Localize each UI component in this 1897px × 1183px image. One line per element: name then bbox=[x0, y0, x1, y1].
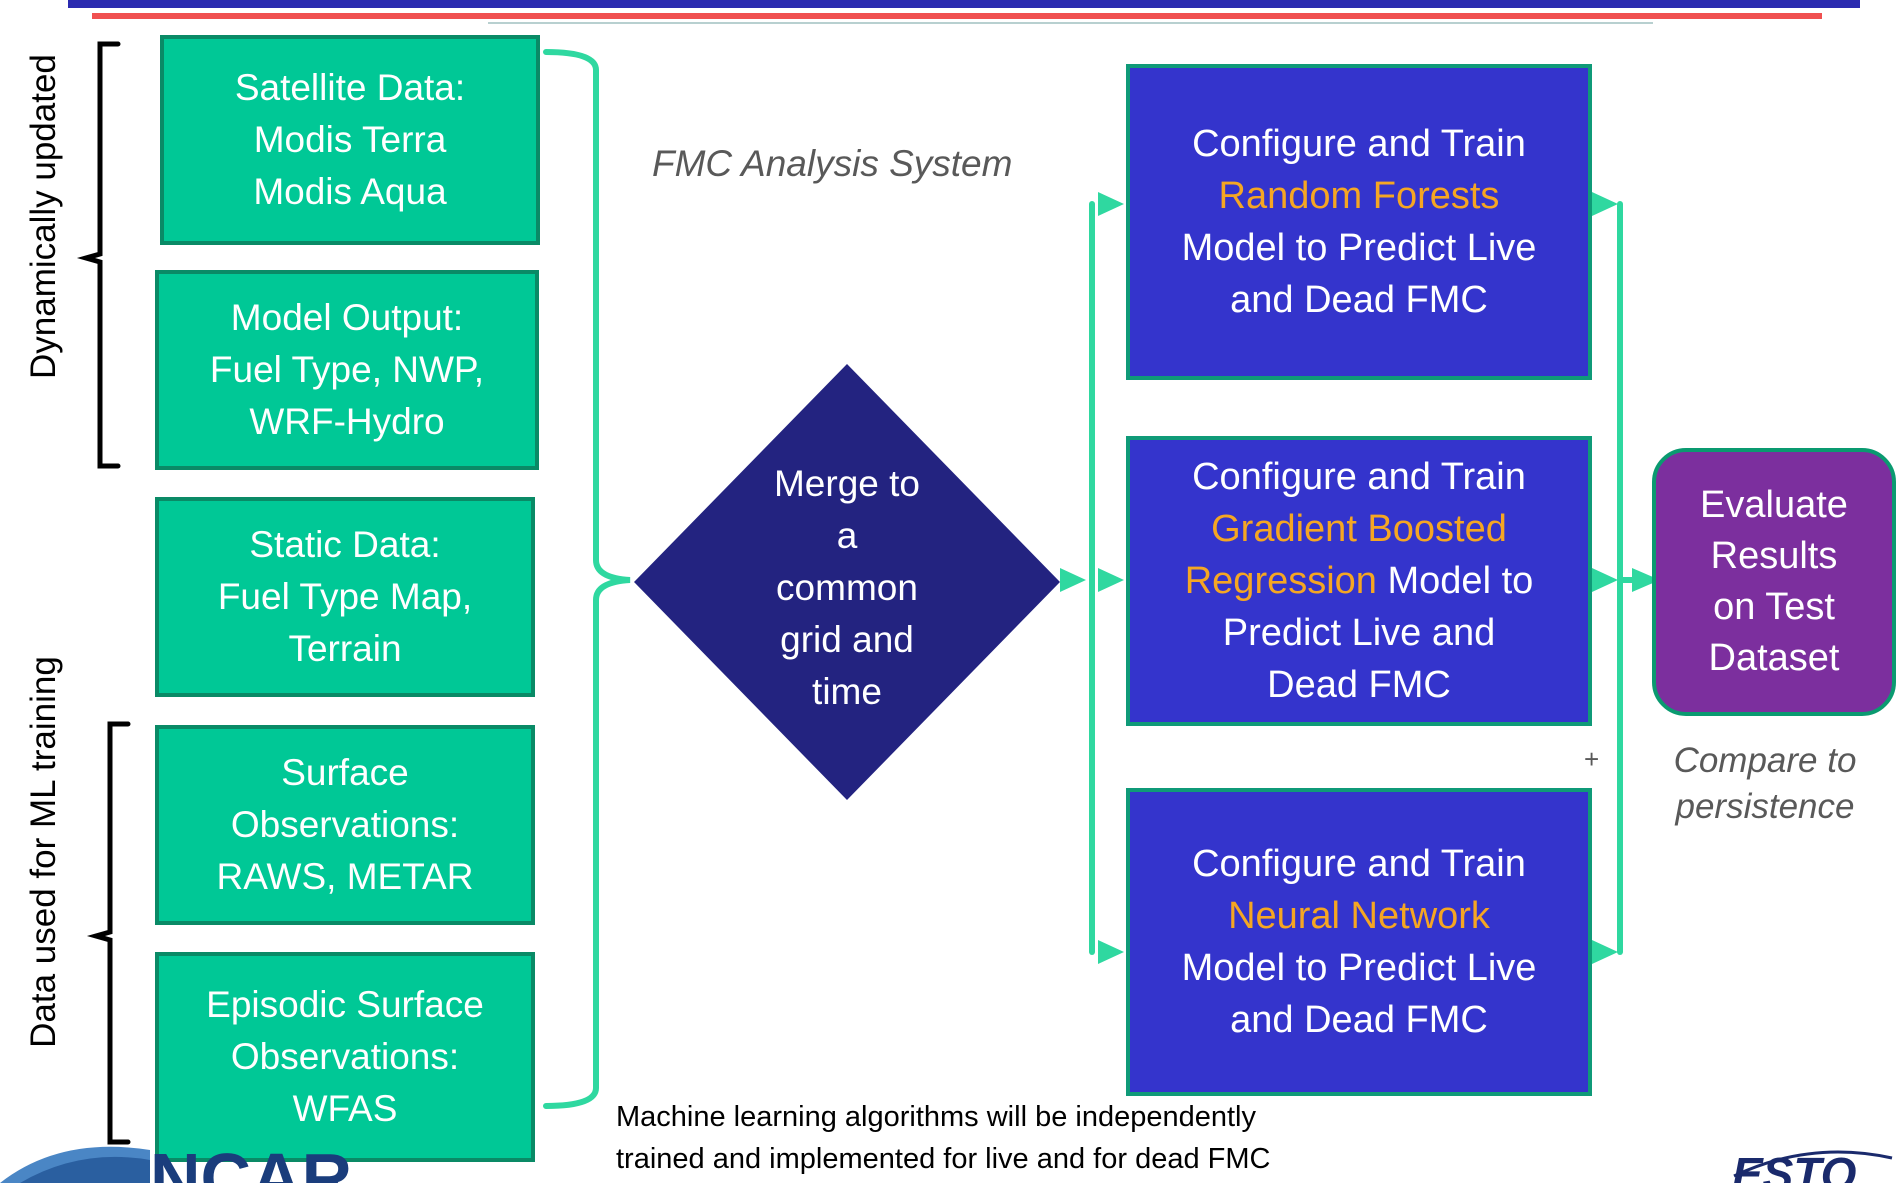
plus-sign: + bbox=[1584, 744, 1600, 774]
compare-note: Compare to persistence bbox=[1673, 741, 1857, 826]
arrow-out-nn bbox=[1592, 940, 1618, 964]
model-random-forests: Configure and Train Random Forests Model… bbox=[1126, 64, 1592, 380]
esto-logo: ESTO bbox=[1732, 1148, 1893, 1183]
brace-ml-training bbox=[86, 721, 131, 1145]
arrow-into-rf bbox=[1098, 192, 1124, 216]
arrow-out-rf bbox=[1592, 192, 1618, 216]
arrow-to-eval bbox=[1632, 568, 1660, 592]
header-rule-thin bbox=[488, 22, 1653, 24]
arrow-out-gbr bbox=[1592, 568, 1618, 592]
footnote: Machine learning algorithms will be inde… bbox=[616, 1101, 1271, 1175]
model-neural-network: Configure and Train Neural Network Model… bbox=[1126, 788, 1592, 1096]
arrow-into-gbr bbox=[1098, 568, 1124, 592]
arrow-into-nn bbox=[1098, 940, 1124, 964]
input-satellite-data: Satellite Data: Modis Terra Modis Aqua bbox=[160, 35, 540, 245]
algorithm-name: Random Forests bbox=[1218, 175, 1500, 217]
merge-step-text: Merge to a common grid and time bbox=[773, 463, 920, 712]
label-dynamically-updated: Dynamically updated bbox=[24, 54, 63, 379]
header-stripe-red bbox=[92, 13, 1822, 19]
input-static-data: Static Data: Fuel Type Map, Terrain bbox=[155, 497, 535, 697]
algorithm-name: Neural Network bbox=[1228, 895, 1490, 937]
algorithm-name: Regression bbox=[1184, 560, 1377, 602]
ncar-logo: NCAR bbox=[0, 1140, 352, 1183]
input-episodic-observations: Episodic Surface Observations: WFAS bbox=[155, 952, 535, 1162]
algorithm-name: Gradient Boosted bbox=[1211, 508, 1507, 550]
model-gradient-boosted: Configure and Train Gradient Boosted Reg… bbox=[1126, 436, 1592, 726]
inputs-brace bbox=[543, 49, 631, 1109]
evaluate-results-box: Evaluate Results on Test Dataset bbox=[1652, 448, 1896, 716]
merge-diamond bbox=[634, 364, 1060, 800]
ncar-logo-text: NCAR bbox=[150, 1140, 352, 1183]
input-model-output: Model Output: Fuel Type, NWP, WRF-Hydro bbox=[155, 270, 539, 470]
label-ml-training: Data used for ML training bbox=[24, 656, 63, 1048]
header-stripe-blue bbox=[68, 0, 1860, 8]
brace-dynamic bbox=[76, 41, 121, 469]
arrow-merge-out bbox=[1060, 568, 1086, 592]
esto-logo-text: ESTO bbox=[1732, 1148, 1857, 1183]
system-label: FMC Analysis System bbox=[652, 143, 1013, 184]
input-surface-observations: Surface Observations: RAWS, METAR bbox=[155, 725, 535, 925]
